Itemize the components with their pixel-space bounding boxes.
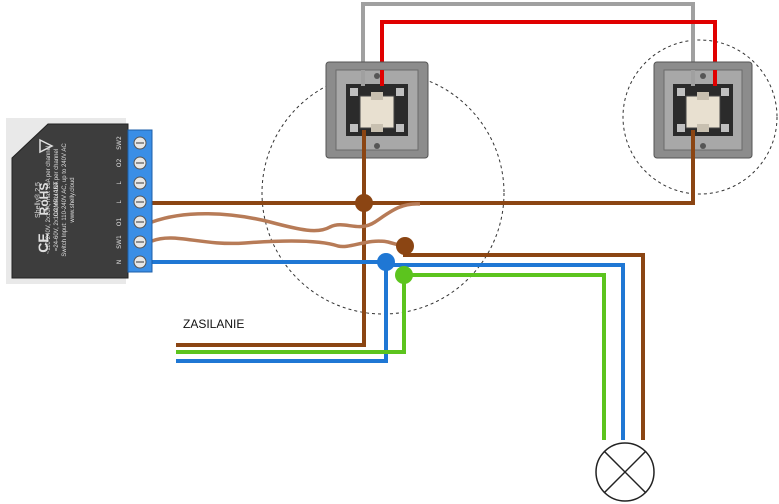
junction-dot-icon: [396, 237, 414, 255]
wire-green-earth-supply: [176, 275, 406, 354]
lamp-x-icon: [595, 442, 655, 502]
wire-red-traveller: [380, 20, 717, 88]
wire-tan-sw-input-2: [151, 236, 406, 249]
junction-dot-icon: [355, 194, 373, 212]
rohs-mark: RoHS: [37, 183, 51, 216]
relay-spec-line: ~110-240V, 2x10A, max 16A per channel: [46, 146, 52, 255]
terminal-label: L: [116, 200, 123, 204]
compliant-mark: COMPLIANT: [54, 181, 60, 216]
wire-gray-traveller: [361, 2, 695, 88]
wire-green-earth-lamp: [404, 273, 606, 440]
terminal-label: O1: [116, 218, 123, 227]
wire-tan-sw-input-1: [151, 202, 421, 233]
terminal-label: L: [116, 181, 123, 185]
wall-switch-icon: [325, 61, 429, 159]
wire-blue-neutral-lamp: [384, 262, 625, 440]
relay-spec-line: www.shelly.cloud: [70, 177, 76, 223]
junction-dot-icon: [395, 266, 413, 284]
junction-dot-icon: [377, 253, 395, 271]
ce-mark: CE: [35, 233, 51, 252]
relay-module: Shelly® 2.5 ~110-240V, 2x10A, max 16A pe…: [6, 118, 153, 284]
supply-label: ZASILANIE: [183, 317, 244, 331]
terminal-label: O2: [116, 159, 123, 168]
terminal-label: N: [116, 260, 123, 265]
wire-brown-switch-common: [176, 133, 366, 347]
warning-icon: [39, 138, 54, 154]
relay-spec-line: =24-60V, 2x10A, max 10A per channel: [54, 149, 60, 251]
junction-box-right: [622, 39, 778, 195]
terminal-labels: SW2 O2 L L O1 SW1 N: [116, 136, 123, 264]
wire-brown-output-to-switch2: [152, 135, 695, 205]
terminal-label: SW1: [116, 235, 123, 249]
relay-brand: Shelly® 2.5: [34, 182, 42, 218]
wire-blue-neutral-supply: [176, 262, 388, 363]
wall-switch-icon: [653, 61, 753, 159]
junction-box-left: [261, 71, 505, 315]
terminal-label: SW2: [116, 136, 123, 150]
relay-spec-line: Switch Input: 110-240V AC, up to 240V AC: [62, 143, 68, 257]
